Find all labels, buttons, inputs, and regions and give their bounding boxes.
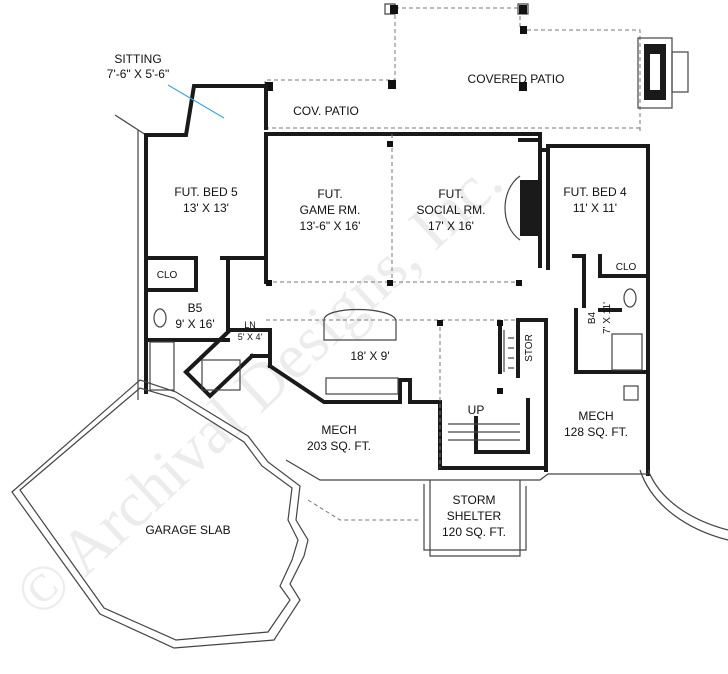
mech-left-size: 203 SQ. FT. bbox=[307, 439, 371, 453]
fut-bed4-name: FUT. BED 4 bbox=[563, 185, 627, 199]
b5-size: 9' X 16' bbox=[175, 317, 214, 331]
fut-social-label: FUT. SOCIAL RM. 17' X 16' bbox=[417, 187, 486, 233]
garage-slab bbox=[11, 379, 420, 649]
covered-patio-structure bbox=[264, 3, 689, 132]
b5-name: B5 bbox=[188, 301, 203, 315]
hall-size-label: 18' X 9' bbox=[350, 349, 389, 363]
fut-game-label: FUT. GAME RM. 13'-6" X 16' bbox=[300, 187, 361, 233]
ln-label: LN 5' X 4' bbox=[238, 320, 263, 342]
ln-name: LN bbox=[244, 320, 256, 330]
mech-right-name: MECH bbox=[578, 409, 613, 423]
garage-slab-label: GARAGE SLAB bbox=[145, 523, 230, 537]
b4-name: B4 bbox=[587, 311, 598, 324]
sitting-name: SITTING bbox=[114, 52, 161, 66]
storm-name1: STORM bbox=[452, 493, 495, 507]
storm-size: 120 SQ. FT. bbox=[442, 525, 506, 539]
fut-social-name2: SOCIAL RM. bbox=[417, 203, 486, 217]
cov-patio-label: COV. PATIO bbox=[293, 104, 359, 118]
b4-size: 7' X 11' bbox=[602, 302, 613, 334]
storm-shelter-label: STORM SHELTER 120 SQ. FT. bbox=[442, 493, 506, 539]
storm-name2: SHELTER bbox=[447, 509, 502, 523]
fut-bed5-label: FUT. BED 5 13' X 13' bbox=[174, 185, 238, 215]
b4-label: B4 7' X 11' bbox=[587, 302, 613, 334]
mech-right-size: 128 SQ. FT. bbox=[564, 425, 628, 439]
interior-dashed-lines bbox=[149, 84, 643, 468]
stor-label: STOR bbox=[524, 334, 535, 362]
fut-bed4-size: 11' X 11' bbox=[573, 201, 617, 215]
fut-game-name2: GAME RM. bbox=[300, 203, 361, 217]
clo-left-label: CLO bbox=[157, 270, 178, 281]
mech-right-label: MECH 128 SQ. FT. bbox=[564, 409, 628, 439]
fut-bed4-label: FUT. BED 4 11' X 11' bbox=[563, 185, 627, 215]
clo-right-label: CLO bbox=[616, 262, 637, 273]
b5-label: B5 9' X 16' bbox=[175, 301, 214, 331]
covered-patio-label: COVERED PATIO bbox=[468, 72, 565, 86]
fut-game-name1: FUT. bbox=[317, 187, 342, 201]
mech-left-label: MECH 203 SQ. FT. bbox=[307, 423, 371, 453]
fut-bed5-name: FUT. BED 5 bbox=[174, 185, 238, 199]
fut-game-size: 13'-6" X 16' bbox=[300, 219, 361, 233]
sitting-label: SITTING 7'-6" X 5'-6" bbox=[107, 52, 169, 81]
sitting-size: 7'-6" X 5'-6" bbox=[107, 67, 169, 81]
ln-size: 5' X 4' bbox=[238, 332, 263, 342]
fut-social-size: 17' X 16' bbox=[428, 219, 474, 233]
mech-left-name: MECH bbox=[321, 423, 356, 437]
fut-social-name1: FUT. bbox=[438, 187, 463, 201]
fut-bed5-size: 13' X 13' bbox=[183, 201, 229, 215]
stairs-up-label: UP bbox=[468, 403, 485, 417]
